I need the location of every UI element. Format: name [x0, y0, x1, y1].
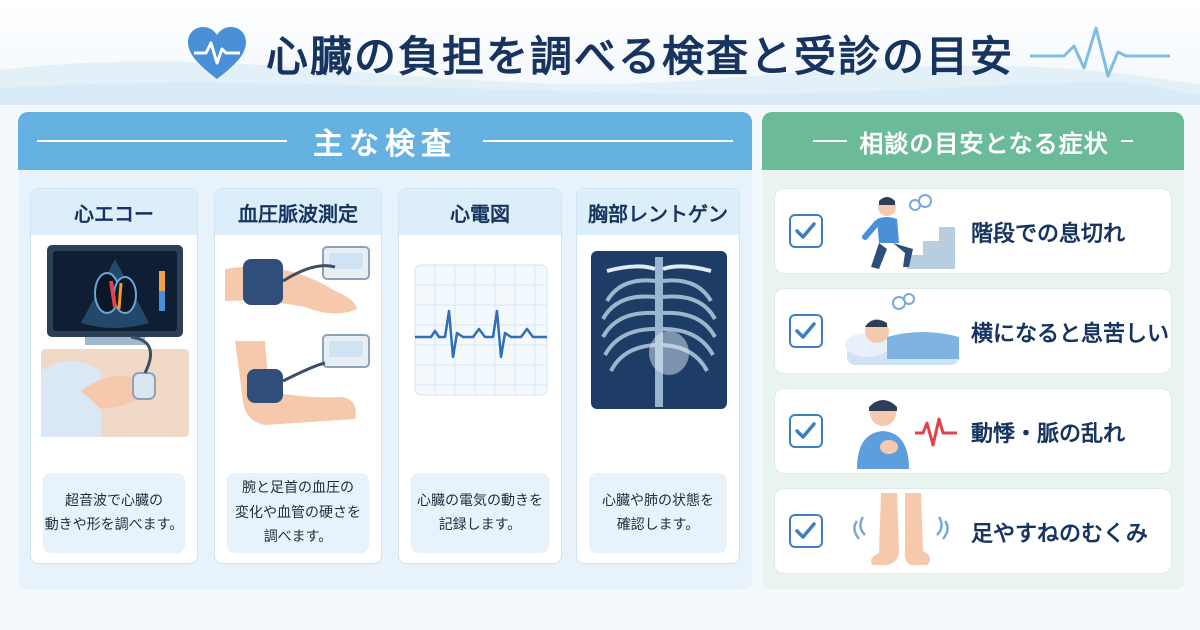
- exam-card-echo: 心エコー 超音波で心臓の 動きや形を調べます。: [30, 188, 198, 564]
- palpitation-icon: [857, 400, 957, 469]
- exam-card-description: 腕と足首の血圧の 変化や血管の硬さを 調べます。: [227, 473, 369, 553]
- symptom-label: 動悸・脈の乱れ: [971, 422, 1126, 447]
- exam-card-pwv: 血圧脈波測定 腕と足首の血圧の 変化や血管の硬さを 調べます。: [214, 188, 382, 564]
- exam-card-ecg: 心電図 心臓の電気の動きを 記録します。: [398, 188, 562, 564]
- exam-card-title: 胸部レントゲン: [577, 189, 739, 235]
- header: 心臓の負担を調べる検査と受診の目安: [0, 0, 1200, 105]
- swollen-legs-icon: [853, 493, 949, 565]
- checkbox: [789, 314, 823, 348]
- header-wave-decoration: [0, 61, 1200, 105]
- header-dash: [813, 140, 848, 142]
- checkbox: [789, 514, 823, 548]
- stairs-breathless-icon: [862, 194, 955, 269]
- chest-xray-illustration: [591, 251, 727, 409]
- check-icon: [795, 522, 816, 539]
- exam-card-title: 心電図: [399, 189, 561, 235]
- page-title: 心臓の負担を調べる検査と受診の目安: [265, 31, 1014, 81]
- symptom-item-palpitation: 動悸・脈の乱れ: [774, 388, 1172, 474]
- exams-heading: 主な検査: [313, 127, 457, 162]
- exam-card-xray: 胸部レントゲン 心臓や肺の状態を 確認します。: [576, 188, 740, 564]
- check-icon: [795, 422, 816, 439]
- ecg-grid-illustration: [414, 264, 548, 396]
- check-icon: [795, 322, 816, 339]
- symptoms-panel: 相談の目安となる症状 階段での息切れ: [762, 112, 1184, 590]
- check-icon: [795, 222, 816, 239]
- exam-card-title: 心エコー: [31, 189, 197, 235]
- checkbox: [789, 214, 823, 248]
- ecg-wave-icon: [1030, 26, 1170, 78]
- exam-card-description: 心臓や肺の状態を 確認します。: [589, 473, 727, 553]
- symptom-label: 階段での息切れ: [971, 222, 1126, 247]
- exams-panel: 主な検査 心エコー 超音波で心臓の 動きや形を調べます。 血圧脈波測定: [18, 112, 752, 590]
- symptom-item-swelling: 足やすねのむくみ: [774, 488, 1172, 574]
- symptom-item-lying: 横になると息苦しい: [774, 288, 1172, 374]
- lying-breathless-icon: [845, 293, 959, 365]
- ultrasound-illustration: [41, 245, 189, 437]
- header-dash: [1120, 140, 1133, 142]
- symptoms-heading: 相談の目安となる症状: [859, 129, 1109, 158]
- symptom-label: 足やすねのむくみ: [971, 522, 1148, 547]
- exam-card-description: 超音波で心臓の 動きや形を調べます。: [43, 473, 185, 553]
- exam-card-description: 心臓の電気の動きを 記録します。: [411, 473, 549, 553]
- symptom-label: 横になると息苦しい: [971, 322, 1170, 347]
- heart-pulse-icon: [187, 27, 246, 79]
- symptom-item-stairs: 階段での息切れ: [774, 188, 1172, 274]
- exams-header: 主な検査: [18, 112, 752, 170]
- blood-pressure-illustration: [225, 246, 370, 425]
- header-rule: [37, 140, 287, 142]
- symptoms-header: 相談の目安となる症状: [762, 112, 1184, 170]
- exam-card-title: 血圧脈波測定: [215, 189, 381, 235]
- header-rule: [483, 140, 733, 142]
- checkbox: [789, 414, 823, 448]
